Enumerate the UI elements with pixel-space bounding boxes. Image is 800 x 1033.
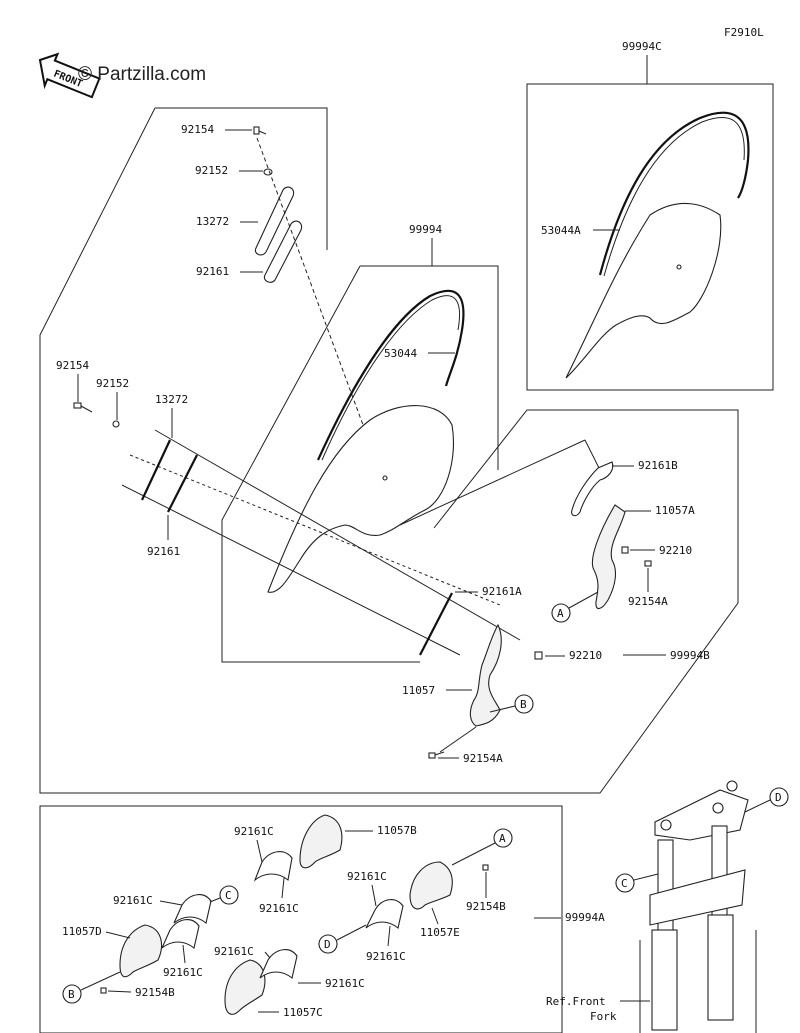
bracket-11057 xyxy=(469,623,502,727)
label-92154b-right: 92154B xyxy=(466,900,506,913)
outline-top xyxy=(155,107,328,250)
label-92152-left: 92152 xyxy=(96,377,129,390)
windshield-part xyxy=(267,289,465,593)
callout-b-bottom xyxy=(62,984,82,1004)
gasket-92161c-3 xyxy=(365,899,404,929)
callout-b-bottom-text: B xyxy=(68,988,75,1001)
callout-d-fork xyxy=(769,787,789,807)
label-99994a: 99994A xyxy=(565,911,605,924)
plate-13272-left xyxy=(141,439,171,501)
label-92161b: 92161B xyxy=(638,459,678,472)
kit-box-99994c xyxy=(526,83,774,391)
windshield-tall-part xyxy=(565,111,750,379)
gasket-92161-top xyxy=(263,220,303,283)
label-92161a: 92161A xyxy=(482,585,522,598)
callout-d-fork-text: D xyxy=(775,791,782,804)
label-11057: 11057 xyxy=(402,684,435,697)
label-92161-left: 92161 xyxy=(147,545,180,558)
front-arrow-icon: FRONT xyxy=(38,52,101,99)
callout-a-top-text: A xyxy=(557,607,564,620)
callout-c-bottom-text: C xyxy=(225,889,232,902)
label-92161c-5: 92161C xyxy=(113,894,153,907)
ref-front-fork-line1: Ref.Front xyxy=(546,995,606,1008)
screw-92154b-left xyxy=(100,987,107,994)
label-92154-top: 92154 xyxy=(181,123,214,136)
label-13272-top: 13272 xyxy=(196,215,229,228)
label-92152-top: 92152 xyxy=(195,164,228,177)
screw-92154a-right xyxy=(644,560,652,567)
screw-92154b-right xyxy=(482,864,489,871)
screw-92154a-bottom xyxy=(428,751,445,759)
ref-front-fork-line2: Fork xyxy=(590,1010,617,1023)
label-99994b: 99994B xyxy=(670,649,710,662)
label-11057b: 11057B xyxy=(377,824,417,837)
clamp-11057c xyxy=(224,959,266,1015)
label-92154a-right: 92154A xyxy=(628,595,668,608)
gasket-92161c-1 xyxy=(253,851,293,882)
label-53044: 53044 xyxy=(384,347,417,360)
label-92161c-1: 92161C xyxy=(234,825,274,838)
label-92154-left: 92154 xyxy=(56,359,89,372)
label-92161c-4: 92161C xyxy=(366,950,406,963)
callout-a-bottom-text: A xyxy=(499,832,506,845)
label-92161c-7: 92161C xyxy=(214,945,254,958)
clamp-11057d xyxy=(119,924,162,978)
callout-c-fork xyxy=(615,873,635,893)
label-11057d: 11057D xyxy=(62,925,102,938)
label-99994c: 99994C xyxy=(622,40,662,53)
callout-d-bottom xyxy=(318,934,338,954)
gasket-92161c-5 xyxy=(173,894,212,924)
callout-b-top-text: B xyxy=(520,698,527,711)
gasket-92161-left xyxy=(167,454,198,513)
label-92161c-3: 92161C xyxy=(347,870,387,883)
label-13272-left: 13272 xyxy=(155,393,188,406)
nut-92210-center xyxy=(534,651,543,660)
screw-92154-top xyxy=(253,126,267,135)
kit-box-99994a xyxy=(39,805,563,1033)
clamp-11057b xyxy=(299,814,343,869)
label-11057a: 11057A xyxy=(655,504,695,517)
nut-92210-right xyxy=(621,546,629,554)
label-92161c-6: 92161C xyxy=(163,966,203,979)
label-92161c-2: 92161C xyxy=(259,902,299,915)
label-92154b-left: 92154B xyxy=(135,986,175,999)
gasket-92161c-7 xyxy=(259,949,298,979)
gasket-92161b xyxy=(571,461,614,517)
callout-c-bottom xyxy=(219,885,239,905)
label-92210-right: 92210 xyxy=(659,544,692,557)
callout-c-fork-text: C xyxy=(621,877,628,890)
label-53044a: 53044A xyxy=(541,224,581,237)
gasket-92161a xyxy=(419,592,453,656)
plate-13272-top xyxy=(254,186,295,256)
callout-a-top xyxy=(551,603,571,623)
label-92210-center: 92210 xyxy=(569,649,602,662)
watermark[interactable]: © Partzilla.com xyxy=(78,64,206,85)
bracket-11057a xyxy=(591,504,626,610)
label-11057e: 11057E xyxy=(420,926,460,939)
callout-b-top xyxy=(514,694,534,714)
label-92161c-8: 92161C xyxy=(325,977,365,990)
label-99994: 99994 xyxy=(409,223,442,236)
label-11057c: 11057C xyxy=(283,1006,323,1019)
callout-a-bottom xyxy=(493,828,513,848)
callout-d-bottom-text: D xyxy=(324,938,331,951)
screw-92154-left xyxy=(73,402,93,413)
label-92154a-bottom: 92154A xyxy=(463,752,503,765)
front-fork-reference xyxy=(639,780,757,1033)
figure-code: F2910L xyxy=(724,26,764,39)
clamp-11057e xyxy=(409,861,453,910)
gasket-92161c-6 xyxy=(161,919,200,949)
label-92161-top: 92161 xyxy=(196,265,229,278)
outline-99994b xyxy=(39,107,739,794)
washer-92152-left xyxy=(112,420,120,428)
